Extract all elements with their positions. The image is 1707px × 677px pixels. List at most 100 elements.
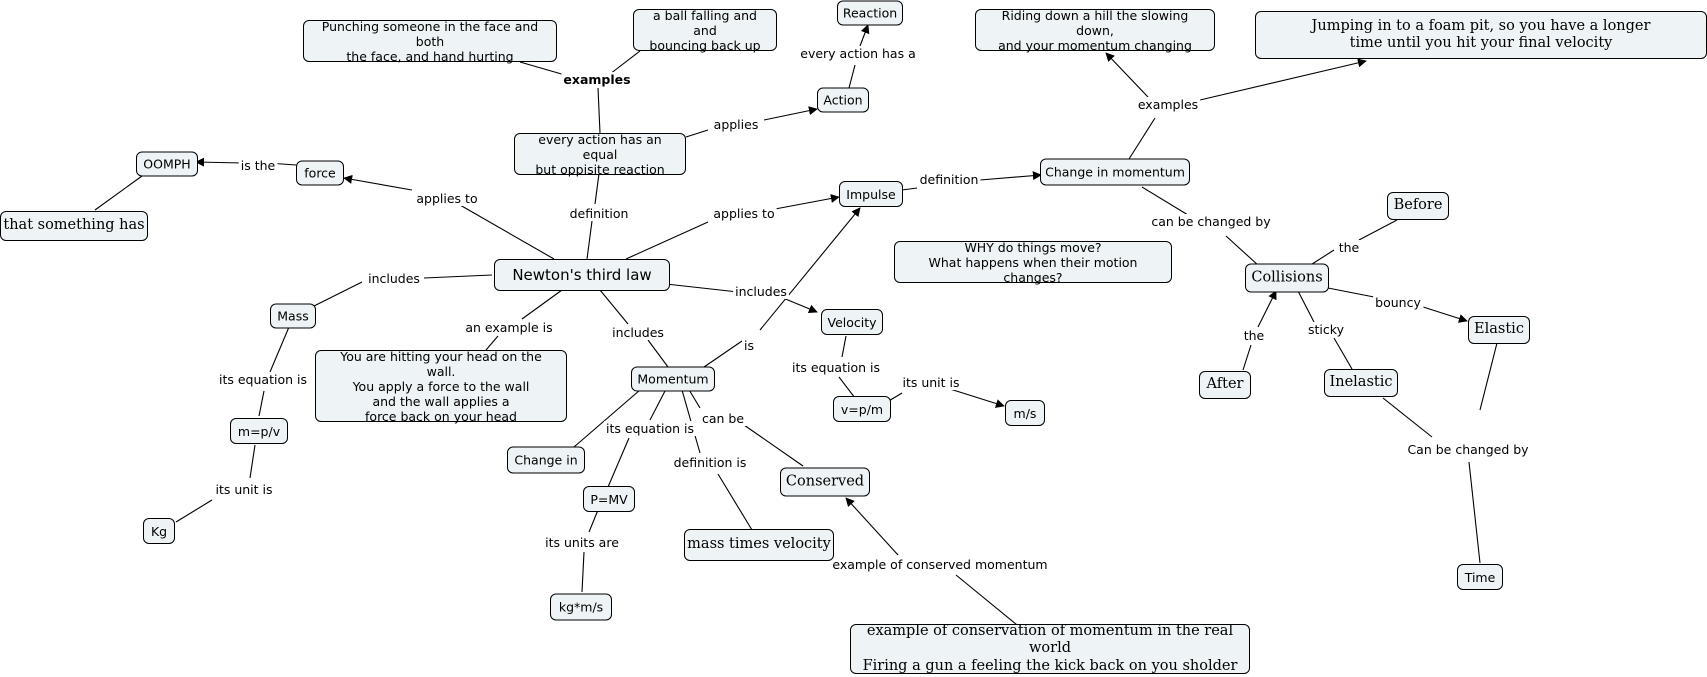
link-line	[859, 24, 870, 47]
node-label: Momentum	[637, 371, 709, 387]
node-label: You are hitting your head on the wall. Y…	[340, 348, 542, 424]
link-line	[249, 444, 256, 479]
link-line	[309, 281, 363, 309]
node-label: v=p/m	[840, 401, 884, 417]
node-label: example of conservation of momentum in t…	[862, 622, 1238, 674]
link-line	[1242, 344, 1252, 371]
node-punching-example[interactable]: Punching someone in the face and both th…	[303, 19, 557, 64]
node-elastic[interactable]: Elastic	[1468, 316, 1530, 344]
node-label: P=MV	[590, 491, 628, 507]
node-ball-example[interactable]: a ball falling and and bouncing back up	[633, 8, 777, 53]
link-label: includes	[735, 284, 787, 299]
node-mass-times-velocity[interactable]: mass times velocity	[684, 529, 834, 561]
node-newtons-third-law[interactable]: Newton's third law	[494, 259, 670, 291]
node-time[interactable]: Time	[1457, 564, 1503, 590]
node-p-equals-mv[interactable]: P=MV	[583, 486, 635, 512]
link-line	[195, 157, 243, 167]
link-label: includes	[368, 271, 420, 286]
node-kg[interactable]: Kg	[143, 518, 175, 544]
link-line	[665, 283, 739, 293]
link-label-background	[733, 284, 789, 299]
link-label-background	[917, 172, 981, 187]
node-label: Collisions	[1251, 269, 1323, 286]
node-reaction[interactable]: Reaction	[837, 0, 903, 26]
link-label: is	[744, 338, 754, 353]
link-line	[901, 187, 918, 191]
node-conserved[interactable]: Conserved	[780, 467, 870, 497]
link-line	[782, 297, 818, 314]
link-label: applies to	[713, 206, 774, 221]
link-line	[1225, 235, 1260, 267]
link-label: the	[1339, 240, 1360, 255]
link-label-background	[463, 320, 555, 335]
link-line	[1308, 249, 1335, 267]
link-line	[175, 499, 213, 523]
node-label: Before	[1393, 197, 1443, 214]
link-line	[597, 87, 601, 134]
link-line	[763, 106, 818, 121]
node-meters-per-second[interactable]: m/s	[1005, 400, 1045, 426]
node-v-equals-p-over-m[interactable]: v=p/m	[833, 396, 891, 422]
node-m-equals-p-over-v[interactable]: m=p/v	[230, 418, 288, 444]
node-hitting-head-example[interactable]: You are hitting your head on the wall. Y…	[315, 348, 567, 424]
node-that-something-has[interactable]: that something has	[0, 211, 148, 241]
node-action[interactable]: Action	[817, 87, 869, 113]
node-label: Change in momentum	[1045, 164, 1185, 180]
node-riding-hill-example[interactable]: Riding down a hill the slowing down, and…	[975, 7, 1215, 53]
node-label: mass times velocity	[687, 536, 831, 553]
node-before[interactable]: Before	[1387, 192, 1449, 220]
node-impulse[interactable]: Impulse	[839, 181, 903, 207]
link-line	[838, 376, 856, 399]
node-conservation-example[interactable]: example of conservation of momentum in t…	[850, 622, 1250, 674]
node-why-do-things-move[interactable]: WHY do things move? What happens when th…	[894, 240, 1172, 285]
link-line	[423, 274, 493, 279]
node-force[interactable]: force	[296, 160, 344, 186]
node-collisions[interactable]: Collisions	[1245, 263, 1329, 293]
node-inelastic[interactable]: Inelastic	[1324, 369, 1398, 397]
node-label: force	[304, 165, 336, 181]
link-line	[955, 574, 1018, 626]
link-label: examples	[1138, 97, 1198, 112]
link-label: sticky	[1308, 322, 1345, 337]
link-label: the	[1244, 328, 1265, 343]
link-line	[743, 424, 804, 467]
link-label: examples	[563, 72, 630, 87]
link-line	[1141, 186, 1189, 216]
link-label-background	[711, 117, 761, 132]
node-after[interactable]: After	[1199, 371, 1251, 399]
link-line	[1382, 397, 1433, 438]
link-line	[94, 175, 143, 211]
link-line	[459, 204, 555, 260]
node-change-in-momentum[interactable]: Change in momentum	[1040, 158, 1190, 186]
node-foam-pit-example[interactable]: Jumping in to a foam pit, so you have a …	[1255, 11, 1707, 59]
link-line	[625, 221, 709, 260]
node-label: kg*m/s	[558, 599, 604, 615]
link-line	[1468, 461, 1481, 564]
link-label: its equation is	[792, 360, 880, 375]
node-velocity[interactable]: Velocity	[821, 309, 883, 335]
link-label: can be	[702, 411, 744, 426]
link-line	[1257, 290, 1277, 328]
node-kg-m-per-s[interactable]: kg*m/s	[550, 593, 612, 621]
node-label: Impulse	[846, 186, 896, 202]
link-line	[521, 289, 563, 320]
node-oomph[interactable]: OOMPH	[136, 151, 198, 177]
node-label: Jumping in to a foam pit, so you have a …	[1311, 17, 1651, 51]
link-label-background	[217, 372, 309, 387]
link-label-background	[543, 535, 622, 550]
link-line	[586, 220, 593, 260]
link-label: applies to	[416, 191, 477, 206]
node-momentum[interactable]: Momentum	[631, 366, 715, 392]
node-equal-opposite-reaction[interactable]: every action has an equal but oppisite r…	[514, 132, 686, 177]
link-line	[581, 551, 585, 593]
node-label: that something has	[3, 217, 145, 234]
node-change-in[interactable]: Change in	[507, 446, 585, 474]
link-line	[845, 497, 899, 556]
node-label: Mass	[277, 308, 309, 324]
link-label: example of conserved momentum	[832, 557, 1047, 572]
link-label: definition is	[674, 455, 747, 470]
node-label: Riding down a hill the slowing down, and…	[998, 7, 1192, 53]
node-mass[interactable]: Mass	[270, 303, 316, 329]
link-line	[1199, 58, 1367, 101]
link-line	[1333, 337, 1353, 370]
